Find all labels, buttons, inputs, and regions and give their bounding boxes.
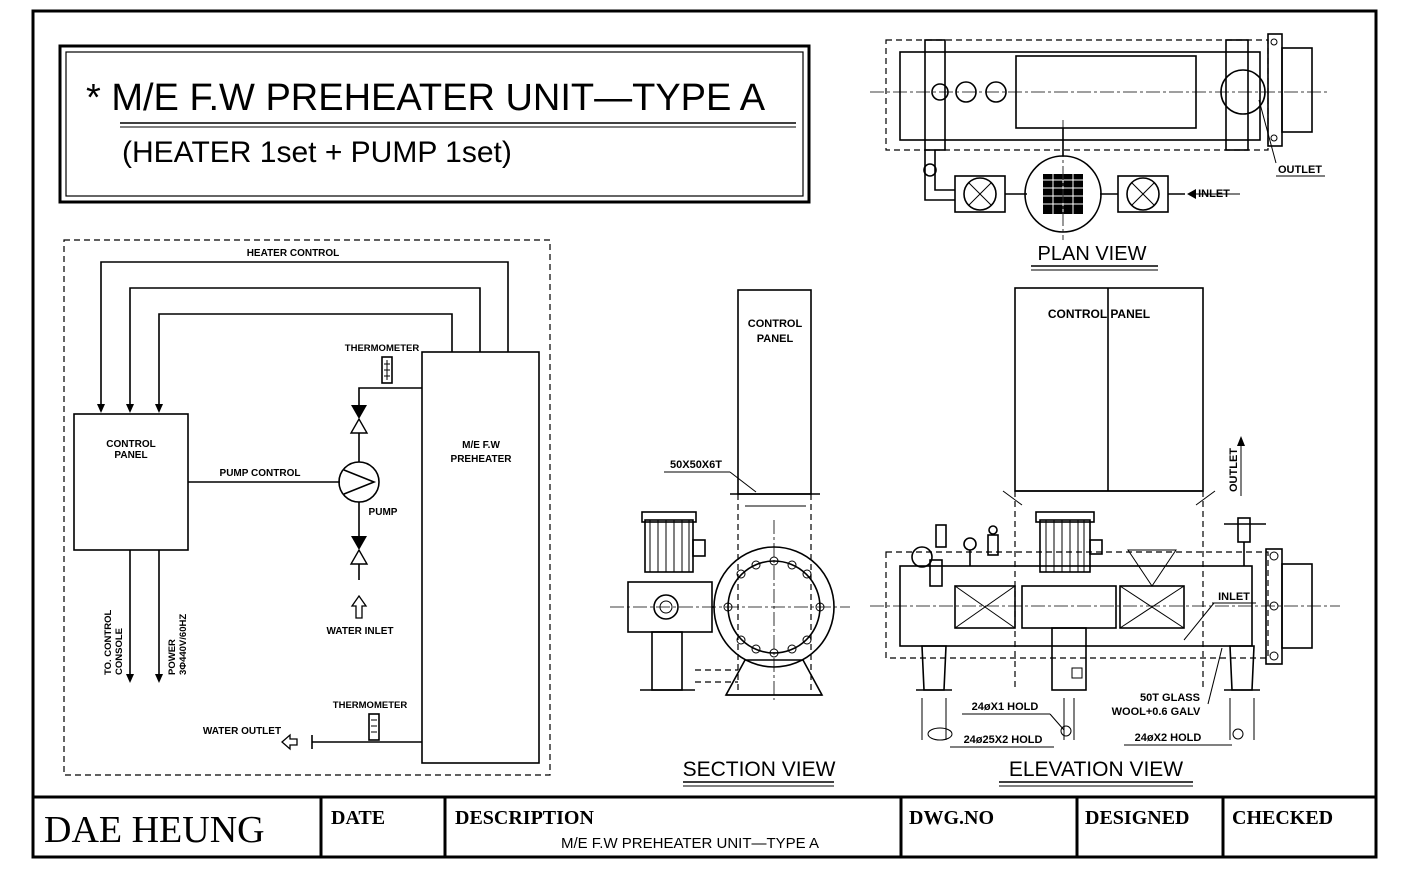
- title-main: * M/E F.W PREHEATER UNIT—TYPE A: [86, 77, 766, 119]
- glass-wool-label-2: WOOL+0.6 GALV: [1112, 706, 1201, 718]
- section-view-label: SECTION VIEW: [683, 758, 836, 781]
- schematic-heater: [421, 351, 540, 764]
- plan-outlet-label: OUTLET: [1278, 164, 1322, 176]
- plan-shell: [899, 51, 1261, 141]
- hold-2-label: 24ø25X2 HOLD: [964, 734, 1043, 746]
- plan-valve-left: [963, 177, 997, 211]
- elevation-cp-label: CONTROL PANEL: [1048, 307, 1150, 321]
- checked-header: CHECKED: [1232, 807, 1333, 829]
- plan-inlet-label: INLET: [1198, 188, 1230, 200]
- heater-label-1: M/E F.W: [462, 440, 500, 451]
- control-panel-label-1: CONTROL: [106, 439, 155, 450]
- dwg-no-header: DWG.NO: [909, 807, 994, 829]
- pump-label: PUMP: [369, 507, 398, 518]
- elevation-view-label: ELEVATION VIEW: [1009, 758, 1183, 781]
- date-header: DATE: [331, 807, 385, 829]
- schematic-diagram: HEATER CONTROL CONTROL PANEL PUMP CONTRO…: [63, 239, 551, 776]
- heater-control-wire-2: [129, 287, 481, 410]
- description-value: M/E F.W PREHEATER UNIT—TYPE A: [561, 835, 819, 852]
- plan-view: OUTLET INLET PLAN VIEW: [870, 33, 1330, 271]
- elevation-inlet-label: INLET: [1218, 591, 1250, 603]
- elevation-outlet-label: OUTLET: [1228, 448, 1240, 492]
- water-inlet-label: WATER INLET: [326, 626, 393, 637]
- designed-header: DESIGNED: [1085, 807, 1189, 829]
- water-inlet-arrow: [350, 594, 368, 619]
- glass-wool-label-1: 50T GLASS: [1140, 692, 1200, 704]
- heater-control-label: HEATER CONTROL: [247, 248, 340, 259]
- section-angle-label: 50X50X6T: [670, 459, 722, 471]
- upper-valve: [349, 405, 369, 434]
- plan-view-label: PLAN VIEW: [1038, 243, 1147, 265]
- title-block: DAE HEUNG DATE DESCRIPTION M/E F.W PREHE…: [33, 795, 1376, 857]
- pump-control-label: PUMP CONTROL: [220, 468, 301, 479]
- power-label-2: 3Φ440V/60HZ: [178, 614, 189, 675]
- heater-control-wire-3: [158, 313, 453, 410]
- plan-outlet-flange: [1220, 69, 1266, 115]
- water-outlet-arrow: [281, 733, 298, 751]
- title-box: * M/E F.W PREHEATER UNIT—TYPE A (HEATER …: [58, 44, 811, 204]
- thermometer-top-label: THERMOMETER: [345, 343, 420, 354]
- heater-control-wire-1: [100, 261, 509, 410]
- schematic-boundary: [63, 239, 551, 776]
- section-cp-label-1: CONTROL: [748, 318, 803, 330]
- sheet-border: [31, 9, 1378, 859]
- thermometer-top: [381, 356, 393, 384]
- schematic-control-panel: [73, 413, 189, 551]
- section-cp-label-2: PANEL: [757, 333, 794, 345]
- section-view: CONTROL PANEL 50X50X6T: [610, 289, 850, 787]
- control-panel-label-2: PANEL: [114, 450, 147, 461]
- plan-valve-right: [1126, 177, 1160, 211]
- thermometer-bottom-label: THERMOMETER: [333, 700, 408, 711]
- hold-3-label: 24øX2 HOLD: [1135, 732, 1202, 744]
- water-outlet-label: WATER OUTLET: [203, 726, 281, 737]
- power-label-1: POWER: [167, 639, 178, 675]
- lower-valve: [349, 536, 369, 565]
- elevation-view: CONTROL PANEL: [870, 287, 1340, 787]
- to-console-label-2: CONSOLE: [114, 628, 125, 675]
- description-header: DESCRIPTION: [455, 807, 594, 829]
- section-pump-motor: [644, 519, 694, 573]
- hold-1-label: 24øX1 HOLD: [972, 701, 1039, 713]
- to-console-label-1: TO. CONTROL: [103, 610, 114, 675]
- title-sub: (HEATER 1set + PUMP 1set): [122, 136, 512, 169]
- elevation-pump-motor: [1039, 519, 1091, 573]
- company-name: DAE HEUNG: [44, 809, 265, 851]
- heater-label-2: PREHEATER: [451, 454, 513, 465]
- thermometer-bottom: [368, 713, 380, 741]
- plan-frame: [885, 39, 1269, 151]
